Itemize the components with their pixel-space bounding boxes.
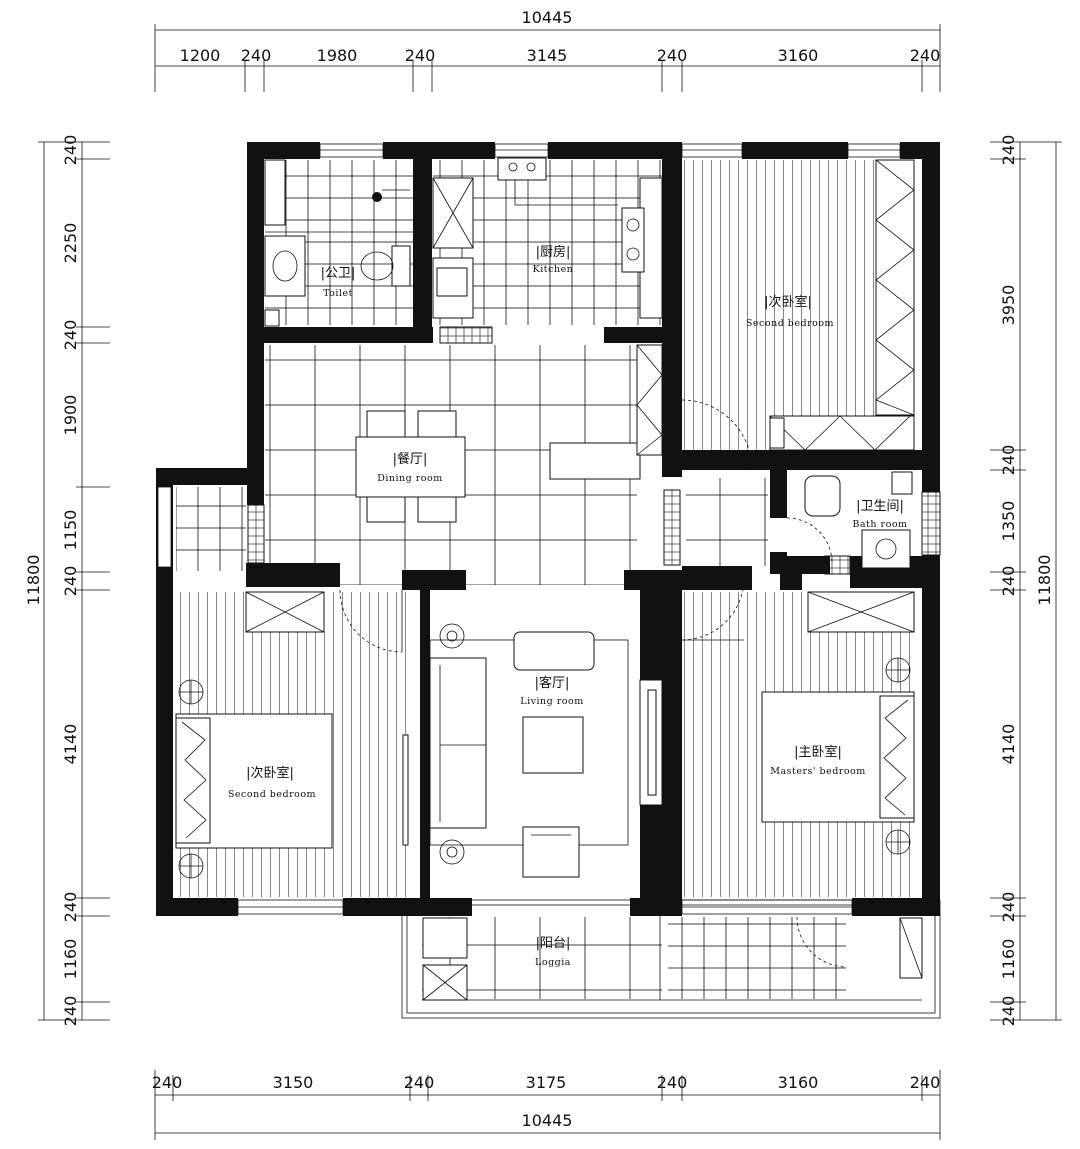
bottom-dim: 3150 (273, 1073, 314, 1092)
room-labels: |公卫| Toilet |厨房| Kitchen |次卧室| Second be… (228, 244, 907, 968)
fixtures (175, 157, 923, 1001)
left-dim: 240 (61, 892, 80, 923)
right-dim: 240 (999, 566, 1018, 597)
living-label-zh: |客厅| (535, 675, 570, 691)
left-dim: 240 (61, 135, 80, 166)
second-bedroom-ne-label-en: Second bedroom (746, 318, 834, 329)
toilet-label-en: Toilet (323, 288, 353, 299)
kitchen-label-en: Kitchen (533, 264, 574, 275)
second-bedroom-sw-label-zh: |次卧室| (246, 765, 294, 781)
bottom-dim: 240 (657, 1073, 688, 1092)
top-dim: 240 (910, 46, 941, 65)
master-bedroom-label-en: Masters' bedroom (770, 766, 866, 777)
top-dim: 1200 (180, 46, 221, 65)
left-dim: 240 (61, 566, 80, 597)
bath-label-en: Bath room (852, 519, 907, 530)
loggia-label-zh: |阳台| (536, 936, 571, 951)
bottom-total-dim: 10445 (522, 1111, 573, 1130)
master-bedroom-label-zh: |主卧室| (794, 744, 842, 760)
brick-infill (247, 326, 941, 575)
dimension-labels: 10445 1200 240 1980 240 3145 240 3160 24… (24, 8, 1054, 1130)
right-dim: 240 (999, 445, 1018, 476)
left-dim: 1900 (61, 395, 80, 436)
second-bedroom-ne-label-zh: |次卧室| (764, 294, 812, 310)
second-bedroom-sw-label-en: Second bedroom (228, 789, 316, 800)
top-dim: 3145 (527, 46, 568, 65)
left-dim: 240 (61, 320, 80, 351)
top-dim: 240 (241, 46, 272, 65)
left-dim: 1160 (61, 939, 80, 980)
right-dim: 240 (999, 996, 1018, 1027)
right-dim: 4140 (999, 724, 1018, 765)
top-dim: 240 (405, 46, 436, 65)
dimension-lines (38, 24, 1062, 1140)
left-dim: 4140 (61, 724, 80, 765)
dining-label-en: Dining room (377, 473, 443, 484)
bottom-dim: 3175 (526, 1073, 567, 1092)
bottom-dim: 240 (152, 1073, 183, 1092)
right-dim: 3950 (999, 285, 1018, 326)
bath-label-zh: |卫生间| (856, 499, 904, 514)
loggia-label-en: Loggia (535, 957, 571, 968)
left-total-dim: 11800 (24, 555, 43, 606)
walls (156, 142, 940, 916)
left-dim: 240 (61, 996, 80, 1027)
bottom-dim: 240 (404, 1073, 435, 1092)
top-total-dim: 10445 (522, 8, 573, 27)
windows (157, 143, 901, 915)
top-dim: 3160 (778, 46, 819, 65)
bottom-dim: 240 (910, 1073, 941, 1092)
toilet-label-zh: |公卫| (321, 266, 356, 281)
left-dim: 2250 (61, 223, 80, 264)
right-total-dim: 11800 (1035, 555, 1054, 606)
right-dim: 1350 (999, 501, 1018, 542)
loggia-rail (401, 899, 941, 1019)
dining-label-zh: |餐厅| (393, 451, 428, 467)
right-dim: 1160 (999, 939, 1018, 980)
top-dim: 1980 (317, 46, 358, 65)
right-dim: 240 (999, 135, 1018, 166)
left-dim: 1150 (61, 510, 80, 551)
top-dim: 240 (657, 46, 688, 65)
right-dim: 240 (999, 892, 1018, 923)
bottom-dim: 3160 (778, 1073, 819, 1092)
living-label-en: Living room (520, 696, 583, 707)
kitchen-label-zh: |厨房| (536, 244, 571, 260)
